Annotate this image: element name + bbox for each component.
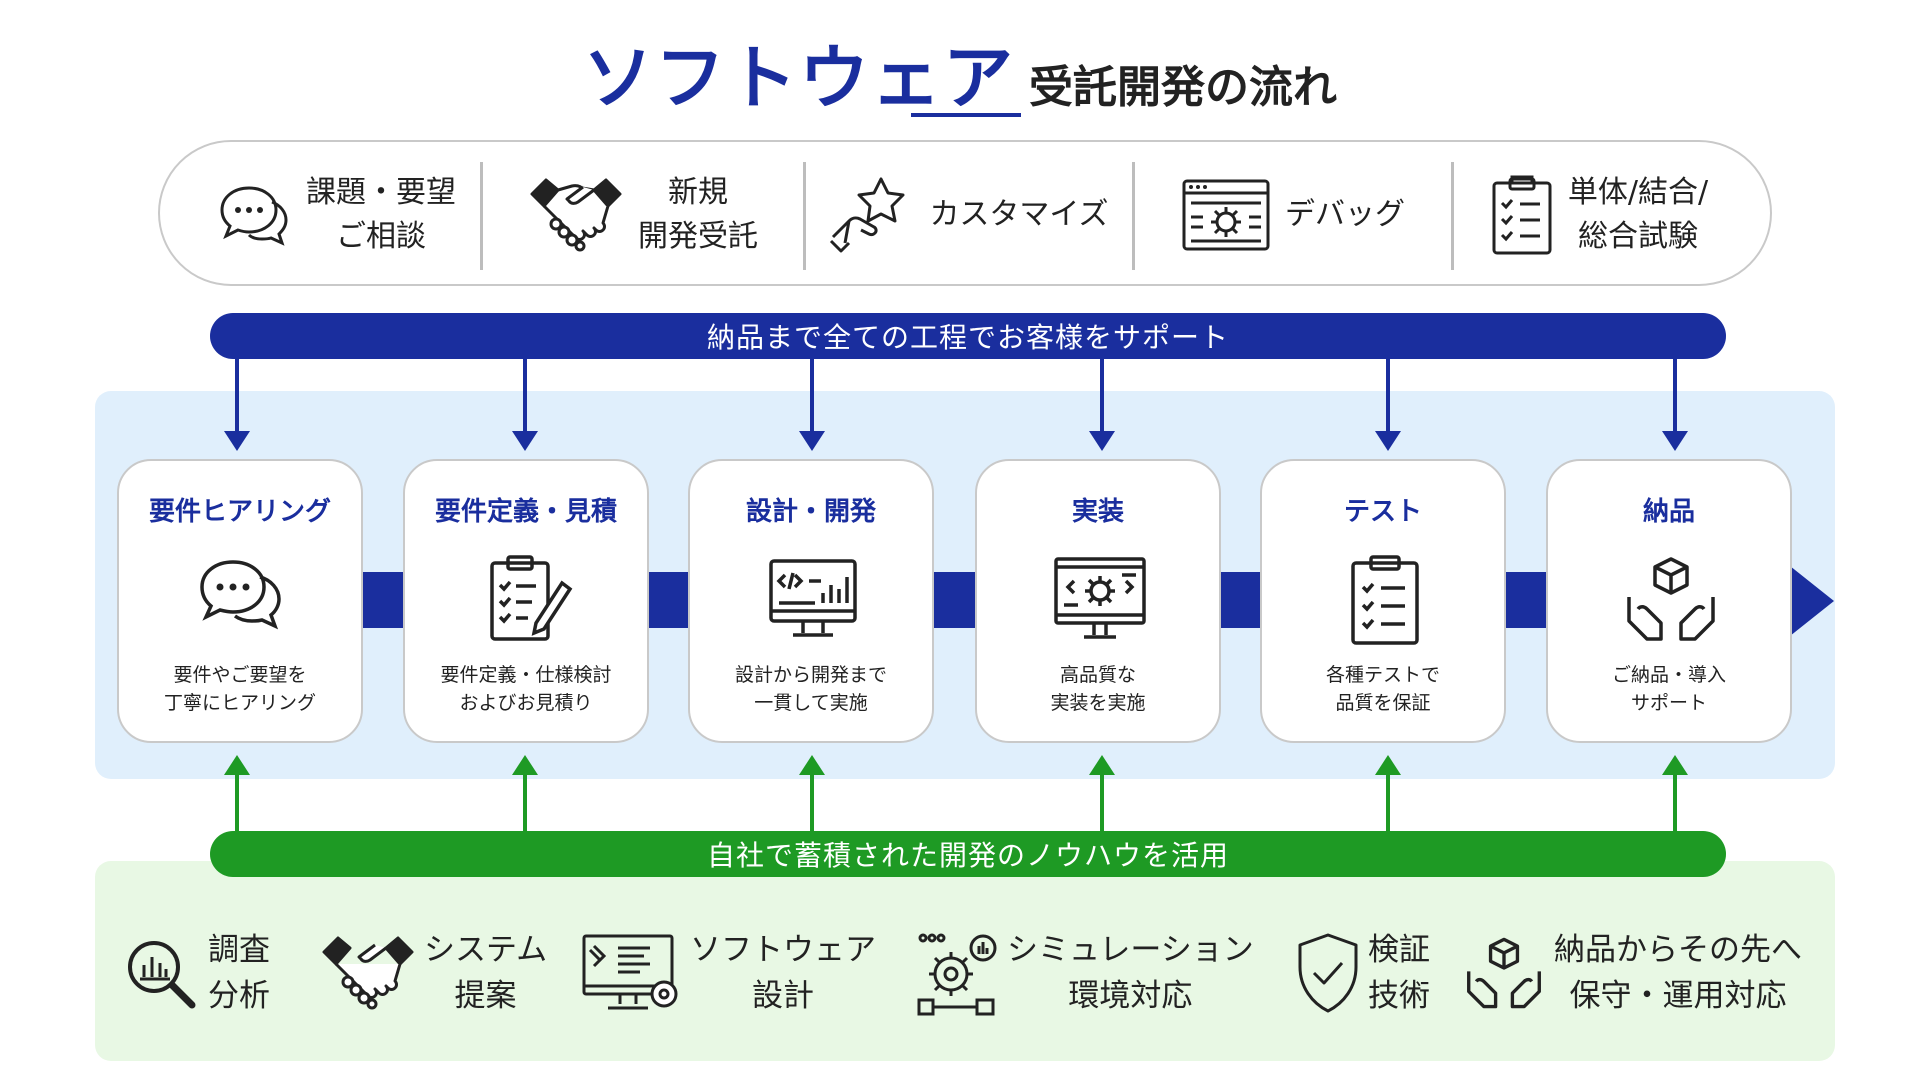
- step-title: 実装: [1071, 497, 1124, 527]
- step-desc-line: 要件定義・仕様検討: [440, 664, 612, 686]
- capability-software-design: ソフトウェア 設計: [580, 918, 876, 1028]
- arrow-up-icon: [797, 755, 827, 831]
- arrow-down-icon: [510, 359, 540, 453]
- step-desc-line: 要件やご要望を: [173, 664, 307, 686]
- magnifier-chart-icon: [122, 931, 200, 1015]
- service-line: 課題・要望: [306, 175, 456, 210]
- capability-maintenance: 納品からその先へ 保守・運用対応: [1462, 918, 1802, 1028]
- service-line: 開発受託: [638, 219, 758, 254]
- step-card: 要件ヒアリング 要件やご要望を 丁寧にヒアリング: [117, 459, 363, 743]
- capability-line: 分析: [208, 978, 270, 1014]
- title-underline: [911, 113, 1021, 117]
- support-bar-label: 納品まで全ての工程でお客様をサポート: [706, 321, 1229, 354]
- arrow-down-icon: [1660, 359, 1690, 453]
- flow-arrowhead-icon: [1790, 566, 1836, 636]
- capability-line: 提案: [454, 978, 517, 1014]
- service-testing: 単体/結合/ 総合試験: [1454, 142, 1744, 288]
- step-card: 要件定義・見積 要件定義・仕様検討 およびお見積り: [403, 459, 649, 743]
- step-card: 実装 高品質な 実装を実施: [975, 459, 1221, 743]
- handshake-icon: [320, 930, 416, 1016]
- checklist-clipboard-icon: [1490, 173, 1554, 257]
- title-sub: 受託開発の流れ: [1029, 62, 1337, 113]
- box-hands-icon: [1462, 930, 1546, 1016]
- monitor-tools-icon: [580, 930, 682, 1016]
- service-consultation: 課題・要望 ご相談: [190, 142, 480, 288]
- step-desc-line: 一貫して実施: [754, 692, 868, 714]
- knowhow-bar-label: 自社で蓄積された開発のノウハウを活用: [706, 839, 1229, 872]
- capability-line: 調査: [208, 932, 270, 968]
- arrow-up-icon: [222, 755, 252, 831]
- divider: [480, 162, 483, 270]
- capability-line: 設計: [752, 978, 814, 1014]
- step-title: 要件定義・見積: [434, 497, 617, 527]
- service-new-development: 新規 開発受託: [483, 142, 803, 288]
- capability-research: 調査 分析: [122, 918, 270, 1028]
- clipboard-pencil-icon: [478, 549, 578, 649]
- step-card: 納品 ご納品・導入 サポート: [1546, 459, 1792, 743]
- gear-screen-icon: [1050, 549, 1150, 649]
- arrow-up-icon: [510, 755, 540, 831]
- capability-verification: 検証 技術: [1296, 918, 1430, 1028]
- step-card: テスト 各種テストで 品質を保証: [1260, 459, 1506, 743]
- step-desc-line: 実装を実施: [1050, 692, 1146, 714]
- service-line: 単体/結合/: [1567, 175, 1709, 210]
- service-line: デバッグ: [1285, 197, 1405, 232]
- step-desc-line: およびお見積り: [459, 692, 593, 714]
- arrow-up-icon: [1373, 755, 1403, 831]
- step-desc-line: ご納品・導入: [1611, 664, 1726, 686]
- step-card: 設計・開発 設計から開発まで 一貫して実施: [688, 459, 934, 743]
- divider: [803, 162, 806, 270]
- service-line: ご相談: [336, 219, 426, 254]
- service-customize: カスタマイズ: [806, 142, 1132, 288]
- service-debug: デバッグ: [1135, 142, 1451, 288]
- step-title: 納品: [1642, 497, 1695, 527]
- step-desc-line: 丁寧にヒアリング: [163, 692, 316, 714]
- divider: [1132, 162, 1135, 270]
- step-title: テスト: [1343, 497, 1422, 527]
- arrow-down-icon: [1087, 359, 1117, 453]
- capability-line: ソフトウェア: [690, 932, 876, 968]
- arrow-up-icon: [1660, 755, 1690, 831]
- arrow-down-icon: [797, 359, 827, 453]
- shield-check-icon: [1296, 931, 1360, 1015]
- chat-bubbles-icon: [214, 180, 292, 250]
- arrow-down-icon: [222, 359, 252, 453]
- star-hand-icon: [829, 175, 915, 255]
- step-desc-line: サポート: [1630, 692, 1707, 714]
- page-title: ソフトウェア受託開発の流れ: [0, 22, 1920, 123]
- step-title: 設計・開発: [745, 497, 876, 527]
- step-desc-line: 設計から開発まで: [734, 664, 887, 686]
- chat-bubbles-icon: [192, 549, 292, 649]
- service-line: カスタマイズ: [929, 197, 1109, 232]
- capability-simulation: シミュレーション 環境対応: [915, 918, 1254, 1028]
- step-title: 要件ヒアリング: [148, 497, 331, 527]
- capability-line: 検証: [1368, 932, 1430, 968]
- step-desc-line: 品質を保証: [1335, 692, 1431, 714]
- capability-proposal: システム 提案: [320, 918, 547, 1028]
- divider: [1451, 162, 1454, 270]
- step-desc-line: 高品質な: [1059, 664, 1136, 686]
- title-main: ソフトウェア: [583, 37, 1015, 119]
- settings-window-icon: [1181, 177, 1271, 253]
- arrow-up-icon: [1087, 755, 1117, 831]
- service-line: 総合試験: [1578, 219, 1698, 254]
- handshake-icon: [528, 172, 624, 258]
- capability-line: 環境対応: [1068, 978, 1193, 1014]
- capability-line: 納品からその先へ: [1554, 932, 1802, 968]
- capability-line: 技術: [1368, 978, 1430, 1014]
- support-bar: 納品まで全ての工程でお客様をサポート: [210, 313, 1726, 359]
- service-line: 新規: [668, 175, 728, 210]
- services-pill: 課題・要望 ご相談 新規 開発受託: [158, 140, 1772, 286]
- code-monitor-icon: [763, 549, 863, 649]
- step-desc-line: 各種テストで: [1325, 664, 1440, 686]
- knowhow-bar: 自社で蓄積された開発のノウハウを活用: [210, 831, 1726, 877]
- box-hands-icon: [1621, 549, 1721, 649]
- arrow-down-icon: [1373, 359, 1403, 453]
- capability-line: シミュレーション: [1007, 932, 1254, 968]
- capability-line: 保守・運用対応: [1569, 978, 1787, 1014]
- checklist-clipboard-icon: [1335, 549, 1435, 649]
- capability-line: システム: [424, 932, 548, 968]
- simulation-gear-icon: [915, 930, 999, 1016]
